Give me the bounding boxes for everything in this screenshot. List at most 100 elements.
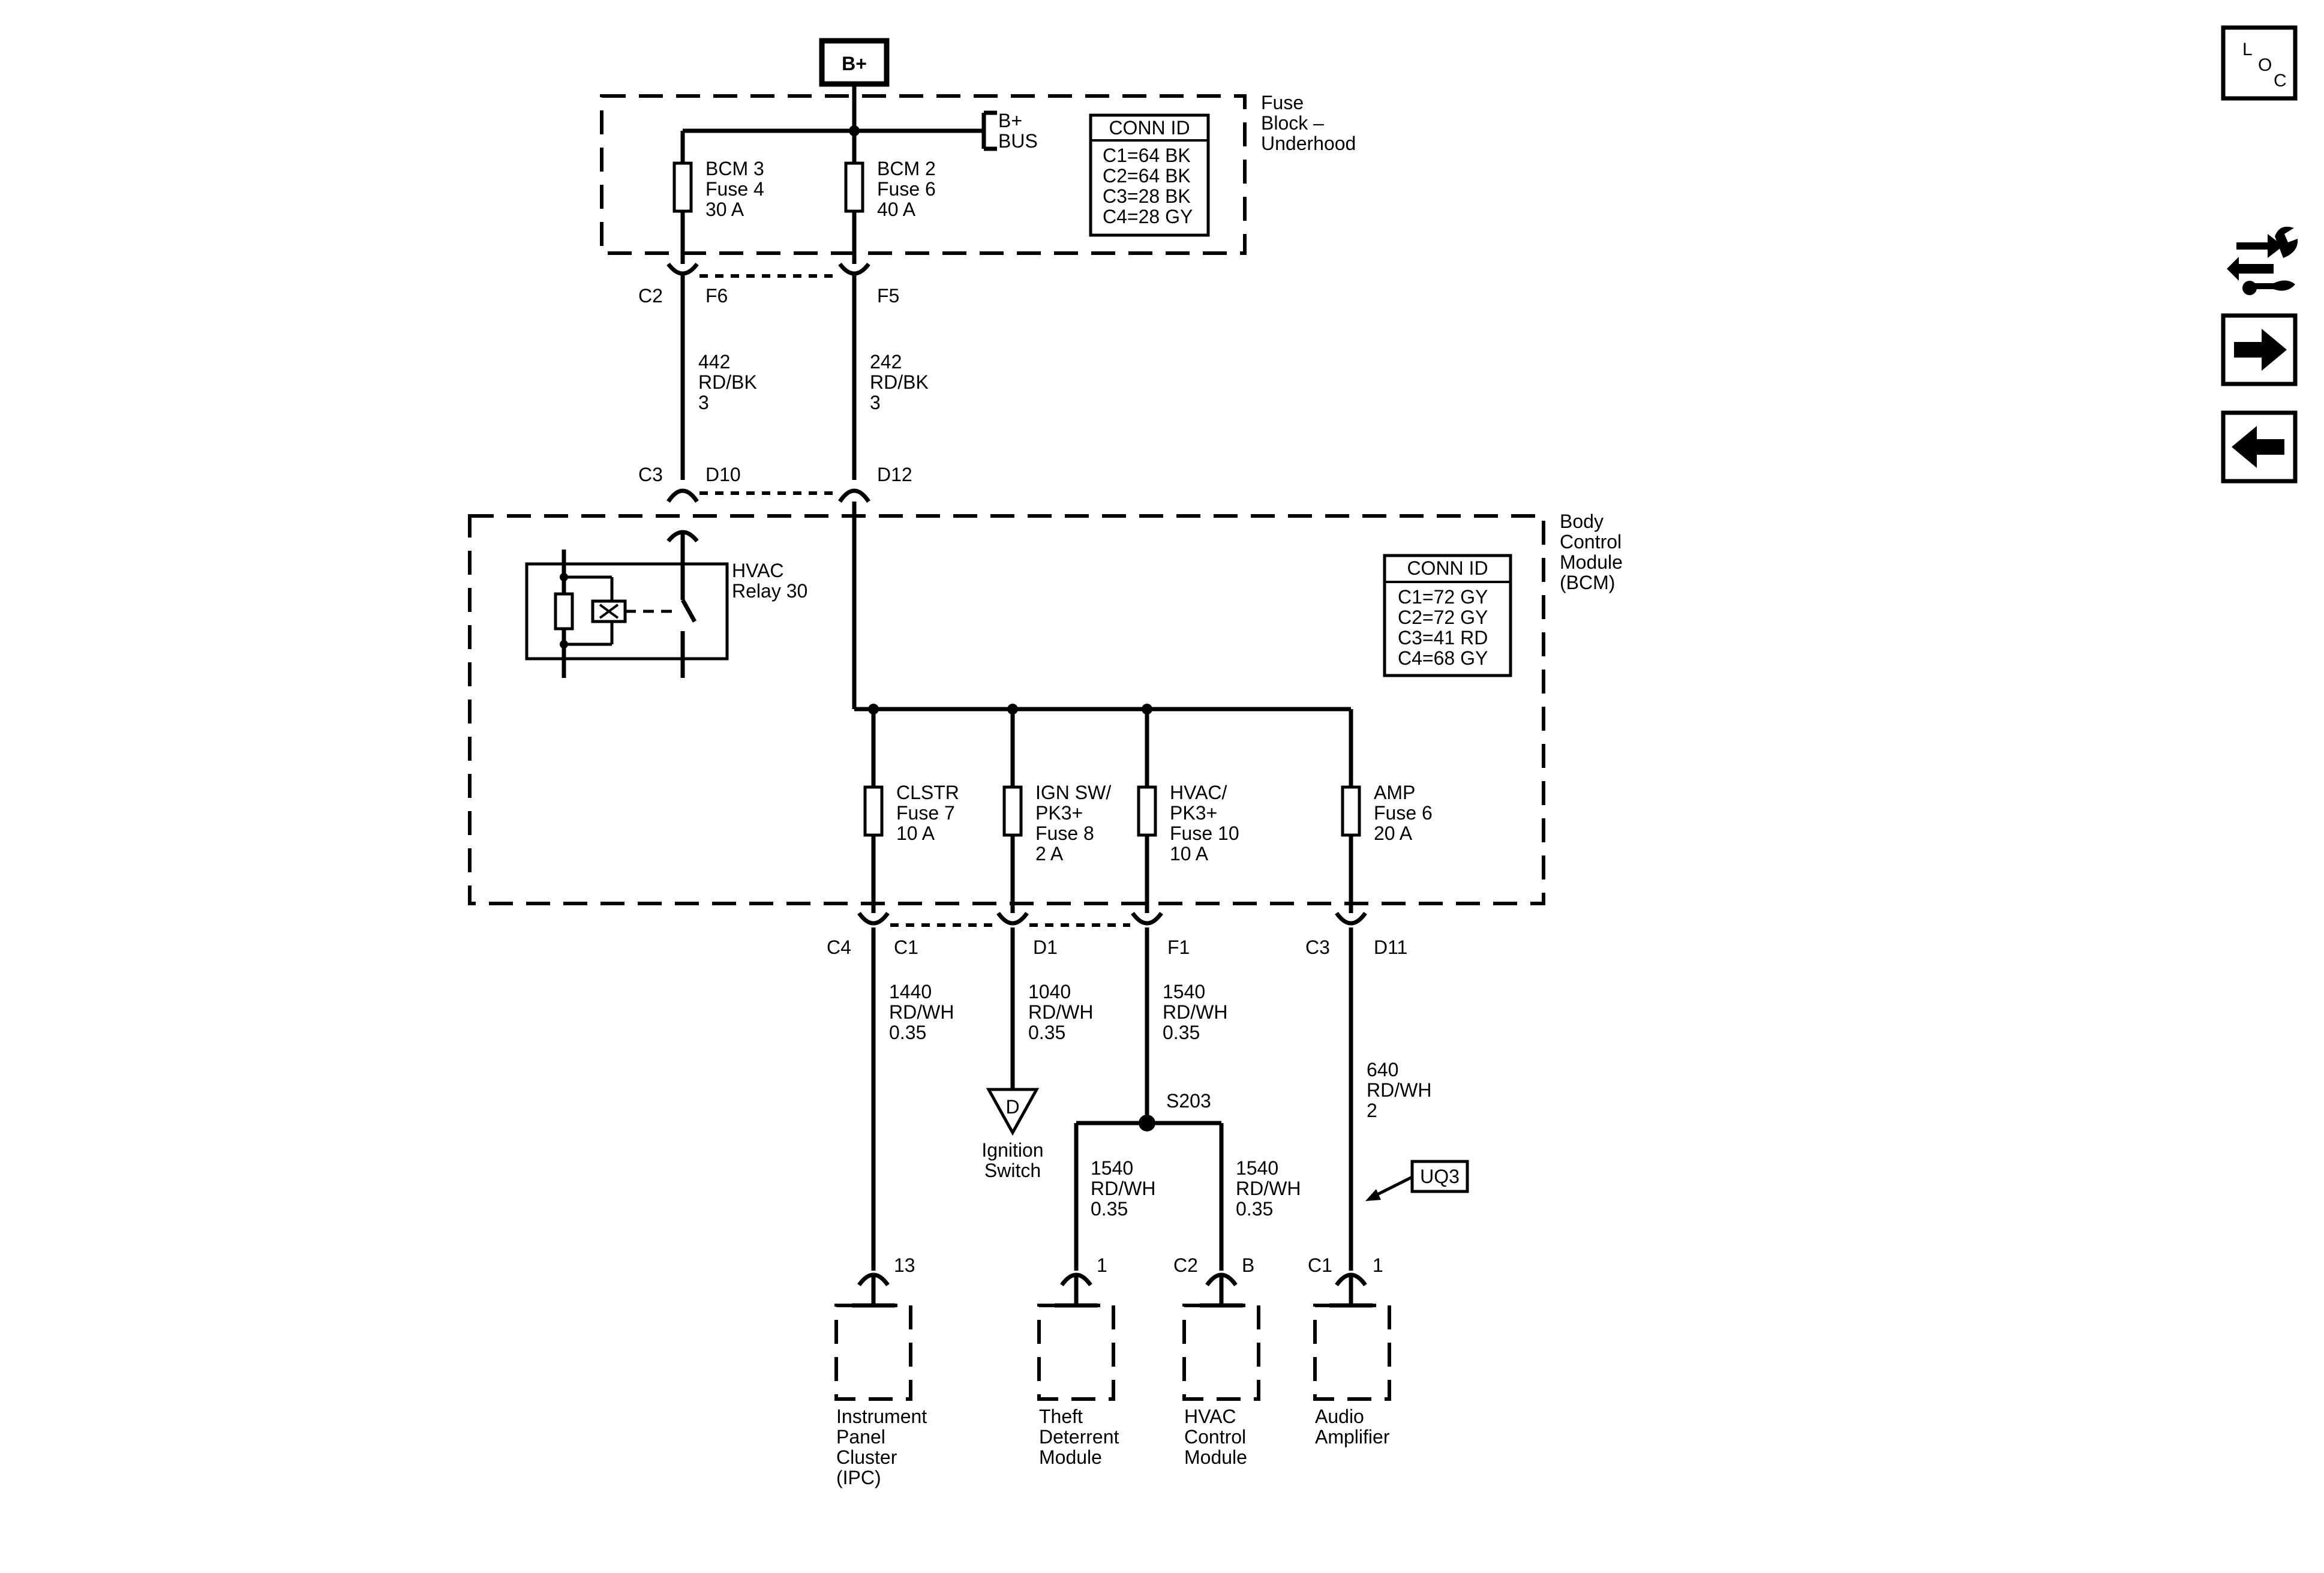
conn-c4-label: C4: [827, 936, 851, 958]
bcm-conn-id: CONN ID C1=72 GY C2=72 GY C3=41 RD C4=68…: [1383, 554, 1512, 677]
wire-1540-label: 1540 RD/WH 0.35: [1163, 981, 1227, 1043]
svg-text:Module: Module: [1039, 1446, 1102, 1468]
svg-text:Amplifier: Amplifier: [1315, 1426, 1390, 1448]
fuse-block-label: Fuse Block – Underhood: [1261, 92, 1356, 154]
bcm-outline: [468, 514, 1545, 905]
svg-text:Fuse 10: Fuse 10: [1170, 822, 1239, 844]
hvac-conn: C2: [1173, 1254, 1198, 1276]
conn-c3-out-label: C3: [1305, 936, 1330, 958]
splice-s203-label: S203: [1166, 1090, 1211, 1112]
svg-text:PK3+: PK3+: [1170, 802, 1217, 824]
svg-text:RD/WH: RD/WH: [1236, 1178, 1301, 1199]
svg-text:C2=72 GY: C2=72 GY: [1398, 607, 1488, 628]
svg-text:0.35: 0.35: [1028, 1022, 1065, 1043]
conn-c3-label: C3: [638, 464, 663, 485]
svg-text:2: 2: [1367, 1100, 1377, 1121]
fuse-block-conn-id: CONN ID C1=64 BK C2=64 BK C3=28 BK C4=28…: [1089, 113, 1210, 237]
svg-text:B+: B+: [998, 110, 1022, 131]
svg-text:Fuse 7: Fuse 7: [896, 802, 955, 824]
component-audio-amplifier: C1 1: [1308, 1254, 1391, 1401]
wire-1440-label: 1440 RD/WH 0.35: [889, 981, 954, 1043]
svg-text:(BCM): (BCM): [1560, 572, 1615, 593]
svg-text:CONN ID: CONN ID: [1407, 557, 1488, 579]
ipc-pin: 13: [894, 1254, 915, 1276]
component-hvac-control-label: HVAC Control Module: [1184, 1406, 1247, 1468]
pin-f1-label: F1: [1167, 936, 1190, 958]
hvac-pin: B: [1242, 1254, 1254, 1276]
fuse-bcm2: [844, 161, 864, 213]
loc-button[interactable]: L O C: [2221, 25, 2298, 101]
arrow-left-button[interactable]: [2221, 410, 2298, 484]
svg-text:Control: Control: [1560, 531, 1622, 553]
svg-text:Fuse 6: Fuse 6: [1374, 802, 1433, 824]
svg-text:0.35: 0.35: [1091, 1198, 1128, 1220]
connector-d1: [996, 911, 1029, 926]
arrow-right-button[interactable]: [2221, 313, 2298, 386]
wire-branch-hvac-label: 1540 RD/WH 0.35: [1236, 1157, 1301, 1220]
connector-c3-d10: [666, 488, 699, 503]
connector-c2-f6: [666, 262, 699, 281]
svg-text:Block –: Block –: [1261, 112, 1324, 134]
svg-text:Cluster: Cluster: [836, 1446, 897, 1468]
svg-text:IGN SW/: IGN SW/: [1035, 782, 1111, 803]
svg-text:RD/WH: RD/WH: [889, 1001, 954, 1023]
svg-text:RD/BK: RD/BK: [870, 371, 929, 393]
svg-text:Fuse 6: Fuse 6: [877, 178, 936, 200]
component-theft-deterrent-label: Theft Deterrent Module: [1039, 1406, 1119, 1468]
pin-d12-label: D12: [877, 464, 912, 485]
connector-d12: [838, 488, 870, 503]
pin-d10-label: D10: [705, 464, 741, 485]
option-uq3-label: UQ3: [1420, 1166, 1460, 1187]
wire-640-label: 640 RD/WH 2: [1367, 1059, 1431, 1121]
pin-f6-label: F6: [705, 285, 728, 307]
svg-text:3: 3: [698, 392, 709, 413]
connector-f5: [838, 262, 870, 281]
svg-text:Switch: Switch: [984, 1160, 1041, 1181]
svg-text:C1=72 GY: C1=72 GY: [1398, 586, 1488, 608]
fuse-bcm3-label: BCM 3 Fuse 4 30 A: [705, 158, 764, 220]
svg-text:HVAC: HVAC: [1184, 1406, 1236, 1427]
svg-text:Theft: Theft: [1039, 1406, 1083, 1427]
svg-text:RD/WH: RD/WH: [1163, 1001, 1227, 1023]
hvac-relay-label: HVAC Relay 30: [732, 560, 807, 602]
svg-text:HVAC: HVAC: [732, 560, 784, 581]
svg-text:BCM 2: BCM 2: [877, 158, 936, 179]
svg-text:RD/WH: RD/WH: [1028, 1001, 1093, 1023]
svg-text:1440: 1440: [889, 981, 932, 1002]
conn-c2-label: C2: [638, 285, 663, 307]
ignition-switch-symbol: D: [986, 1088, 1040, 1136]
svg-text:RD/WH: RD/WH: [1367, 1079, 1431, 1101]
svg-text:HVAC/: HVAC/: [1170, 782, 1227, 803]
svg-text:Fuse 4: Fuse 4: [705, 178, 764, 200]
fuse-amp-label: AMP Fuse 6 20 A: [1374, 782, 1433, 844]
svg-text:Ignition: Ignition: [981, 1139, 1043, 1161]
arrow-right-icon: [2234, 329, 2287, 371]
component-ipc: 13: [834, 1254, 915, 1401]
option-uq3-callout: UQ3: [1365, 1160, 1469, 1201]
connector-tool-icon[interactable]: [2227, 226, 2298, 295]
fuse-hvac: [1137, 785, 1157, 837]
svg-text:1040: 1040: [1028, 981, 1071, 1002]
connector-c4-c1: [857, 911, 890, 926]
svg-text:C4=68 GY: C4=68 GY: [1398, 647, 1488, 669]
battery-label: B+: [842, 53, 867, 74]
svg-text:O: O: [2258, 55, 2272, 75]
svg-text:AMP: AMP: [1374, 782, 1415, 803]
component-audio-amplifier-label: Audio Amplifier: [1315, 1406, 1390, 1448]
fuse-ign-sw-label: IGN SW/ PK3+ Fuse 8 2 A: [1035, 782, 1111, 864]
svg-text:Deterrent: Deterrent: [1039, 1426, 1119, 1448]
wire-442-label: 442 RD/BK 3: [698, 351, 757, 413]
svg-text:C4=28 GY: C4=28 GY: [1103, 206, 1193, 227]
svg-text:1540: 1540: [1091, 1157, 1133, 1179]
fuse-ign-sw: [1002, 785, 1023, 837]
svg-text:Audio: Audio: [1315, 1406, 1364, 1427]
fuse-bcm2-label: BCM 2 Fuse 6 40 A: [877, 158, 936, 220]
svg-text:RD/BK: RD/BK: [698, 371, 757, 393]
component-hvac-control: C2 B: [1173, 1254, 1260, 1401]
svg-text:BCM 3: BCM 3: [705, 158, 764, 179]
amp-pin: 1: [1373, 1254, 1383, 1276]
connector-c3-d11: [1335, 911, 1367, 926]
fuse-amp: [1341, 785, 1361, 837]
component-ipc-label: Instrument Panel Cluster (IPC): [836, 1406, 927, 1488]
